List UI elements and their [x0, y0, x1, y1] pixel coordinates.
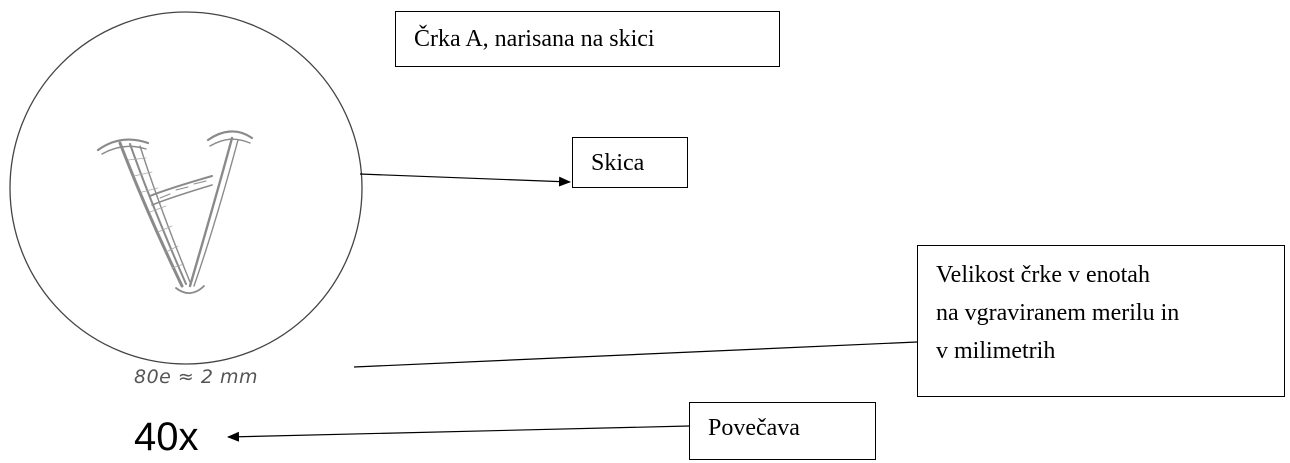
size-label-line: Velikost črke v enotah: [936, 262, 1150, 288]
sketch-letter-icon: [96, 130, 254, 294]
size-label-line: na vgraviranem merilu in: [936, 300, 1180, 326]
size-label-box: Velikost črke v enotah na vgraviranem me…: [917, 245, 1285, 397]
magnification-arrow: [227, 425, 690, 442]
field-of-view-circle: [9, 11, 363, 365]
title-box: Črka A, narisana na skici: [395, 11, 780, 67]
sketch-label-box: Skica: [572, 137, 688, 188]
magnification-value: 40x: [134, 415, 199, 459]
size-leader-line: [353, 341, 918, 368]
magnification-label-box: Povečava: [689, 402, 876, 460]
size-label-line: v milimetrih: [936, 338, 1056, 364]
sketch-arrow: [359, 173, 571, 187]
scale-note: 80e ≈ 2 mm: [134, 366, 259, 388]
